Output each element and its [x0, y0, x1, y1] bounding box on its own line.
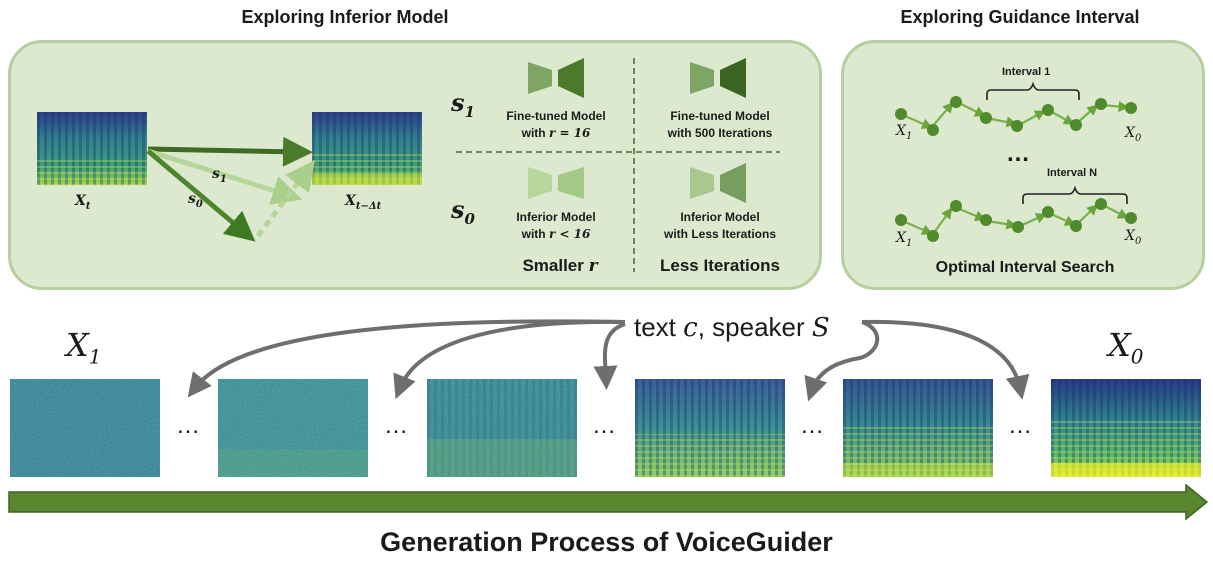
- interval-1-label: Interval 1: [1002, 66, 1051, 78]
- spectrogram-step-1: [10, 379, 160, 477]
- bottom-x0-label: X0: [1108, 326, 1144, 369]
- spectrogram-xt-dt: [312, 112, 422, 185]
- ellipsis-5: …: [1008, 412, 1033, 439]
- chain2-x1-label: X1: [896, 230, 913, 249]
- cell-inferior-iterations: Inferior Model with Less Iterations: [663, 210, 777, 241]
- inferior-arrows: [146, 136, 315, 242]
- ellipsis-3: …: [592, 412, 617, 439]
- row-label-s1: s1: [451, 88, 475, 121]
- xt-dt-label: Xt−Δt: [345, 193, 382, 212]
- guidance-panel-title: Exploring Guidance Interval: [900, 7, 1140, 27]
- generation-progress-arrow: [8, 484, 1208, 521]
- guidance-ellipsis: …: [1006, 140, 1030, 167]
- model-icon-ft-r: [528, 58, 584, 98]
- ellipsis-2: …: [384, 412, 409, 439]
- generation-caption: Generation Process of VoiceGuider: [380, 527, 833, 557]
- chain1-x0-label: X0: [1125, 125, 1142, 144]
- spectrogram-step-3: [427, 379, 577, 477]
- cell-inferior-r: Inferior Model with r < 16: [516, 210, 596, 241]
- cell-finetuned-iterations: Fine-tuned Model with 500 Iterations: [667, 109, 773, 140]
- spectrogram-step-2: [218, 379, 368, 477]
- inferior-panel-title: Exploring Inferior Model: [241, 7, 449, 27]
- ellipsis-4: …: [800, 412, 825, 439]
- arrow-s1-label: s1: [212, 166, 227, 185]
- column-smaller-r: Smaller r: [522, 256, 598, 276]
- spectrogram-xt: [37, 112, 147, 185]
- chain2-x0-label: X0: [1125, 228, 1142, 247]
- optimal-interval-caption: Optimal Interval Search: [935, 259, 1115, 276]
- ellipsis-1: …: [176, 412, 201, 439]
- cell-finetuned-r: Fine-tuned Model with r = 16: [506, 109, 606, 140]
- interval-search-chains: [895, 81, 1137, 242]
- row-label-s0: s0: [451, 195, 475, 228]
- spectrogram-step-5: [843, 379, 993, 477]
- guidance-interval-panel: [841, 40, 1205, 290]
- model-icon-inf-it: [690, 163, 746, 203]
- arrow-s0-label: s0: [188, 191, 203, 210]
- interval-n-label: Interval N: [1047, 167, 1098, 179]
- condition-label: text c, speaker S: [634, 312, 830, 343]
- bottom-x1-label: X1: [66, 326, 102, 369]
- model-icon-ft-it: [690, 58, 746, 98]
- model-icon-inf-r: [528, 167, 584, 199]
- table-dividers: [456, 58, 780, 272]
- spectrogram-step-4: [635, 379, 785, 477]
- xt-label: Xt: [75, 193, 91, 212]
- spectrogram-step-6: [1051, 379, 1201, 477]
- column-less-iterations: Less Iterations: [660, 256, 780, 275]
- chain1-x1-label: X1: [896, 123, 913, 142]
